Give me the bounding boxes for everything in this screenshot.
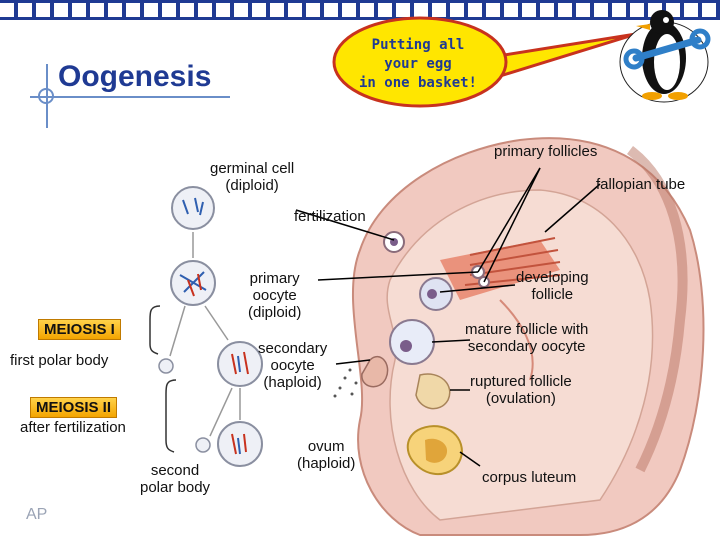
meiosis-brackets: [149, 305, 177, 453]
top-decorative-bar: [0, 0, 720, 20]
page-title: Oogenesis: [58, 60, 212, 93]
follicle-stages: [333, 231, 490, 476]
fallopian-tube-label: fallopian tube: [596, 176, 686, 193]
speech-bubble: [332, 16, 637, 108]
primary-oocyte-label: primary oocyte (diploid): [248, 270, 302, 321]
germinal-cell-label: germinal cell (diploid): [210, 160, 295, 194]
ovum-label: ovum (haploid): [297, 438, 356, 472]
division-arrows: [169, 232, 241, 437]
primary-follicles-label: primary follicles: [494, 143, 598, 160]
ruptured-follicle-label: ruptured follicle (ovulation): [470, 373, 572, 407]
speech-bubble-text: Putting all your egg in one basket!: [350, 36, 486, 93]
mature-follicle-label: mature follicle with secondary oocyte: [465, 321, 589, 355]
speech-line-3: in one basket!: [358, 75, 477, 91]
second-polar-body-label: second polar body: [140, 462, 211, 496]
after-fertilization-label: after fertilization: [20, 419, 126, 436]
secondary-oocyte-label: secondary oocyte (haploid): [258, 340, 328, 391]
meiosis-1-box: MEIOSIS I: [38, 319, 121, 340]
meiosis-2-box: MEIOSIS II: [30, 397, 118, 418]
fertilization-label: fertilization: [294, 208, 366, 225]
wrench-icon: [623, 28, 711, 70]
leader-lines: [295, 167, 601, 467]
corpus-luteum-label: corpus luteum: [482, 469, 577, 486]
title-guide-circle: [38, 88, 54, 104]
title-guide-horizontal: [30, 96, 230, 98]
footer-label: AP: [26, 506, 48, 523]
cell-division-sequence: [158, 186, 263, 467]
speech-line-1: Putting all: [371, 37, 465, 53]
developing-follicle-label: developing follicle: [516, 269, 589, 303]
first-polar-body-label: first polar body: [10, 352, 109, 369]
speech-line-2: your egg: [384, 56, 452, 72]
